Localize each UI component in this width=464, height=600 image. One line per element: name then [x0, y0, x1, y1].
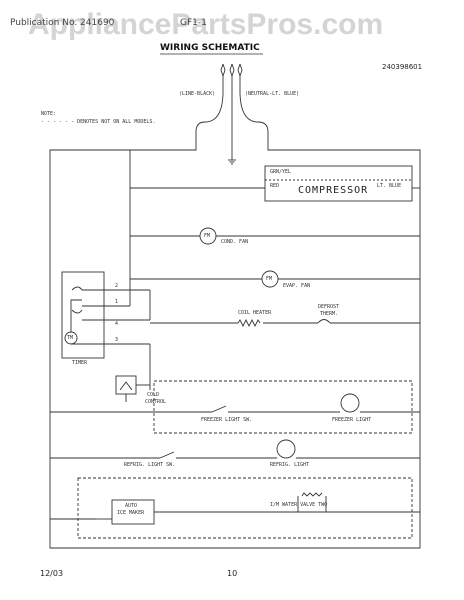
terminal-1-label: 1	[115, 299, 119, 305]
red-label: RED	[270, 183, 280, 189]
timer-label: TIMER	[72, 360, 88, 366]
refrig-light-bulb	[276, 439, 296, 459]
part-number: 240398601	[382, 63, 423, 71]
timer-switch	[71, 286, 83, 314]
power-plug	[220, 63, 243, 160]
cond-fan-motor-label: FM	[204, 233, 211, 239]
freezer-light-switch-label: FREEZER LIGHT SW.	[201, 417, 253, 423]
freezer-light-bulb	[340, 393, 360, 413]
watermark: AppliancePartsPros.com	[28, 8, 384, 41]
footer-page-number: 10	[227, 569, 238, 578]
footer-date: 12/03	[40, 569, 64, 578]
line-label: (LINE-BLACK)	[179, 91, 216, 97]
freezer-light-label: FREEZER LIGHT	[332, 417, 372, 423]
main-circuit-loop	[49, 93, 421, 549]
model-number: GF1-1	[180, 18, 207, 28]
neutral-label: (NEUTRAL-LT. BLUE)	[245, 91, 300, 97]
cond-fan-label: COND. FAN	[221, 239, 249, 245]
lt-blue-label: LT. BLUE	[377, 183, 402, 189]
coil-heater	[237, 318, 261, 328]
terminal-3-label: 3	[115, 337, 119, 343]
control-label: CONTROL	[145, 399, 167, 405]
ice-maker-label: ICE MAKER	[117, 510, 145, 516]
auto-label: AUTO	[125, 503, 138, 509]
terminal-2-label: 2	[115, 283, 119, 289]
freezer-light-section	[153, 380, 413, 434]
note-text: - - - - - - DENOTES NOT ON ALL MODELS.	[41, 119, 156, 125]
water-valve-label: I/M WATER VALVE TWO	[270, 502, 328, 508]
timer-box	[61, 271, 105, 359]
coil-heater-label: COIL HEATER	[238, 310, 272, 316]
timer-motor-label: TM	[67, 335, 74, 341]
page-title: WIRING SCHEMATIC	[160, 43, 260, 53]
therm-label: THERM.	[320, 311, 339, 317]
cold-label: COLD	[147, 392, 160, 398]
ground-symbol	[228, 159, 236, 165]
grn-yel-label: GRN/YEL	[270, 169, 292, 175]
compressor-box	[264, 165, 413, 202]
note-heading: NOTE:	[41, 111, 57, 117]
evap-fan-motor-label: FM	[266, 276, 273, 282]
cold-control-box	[115, 375, 137, 395]
defrost-thermostat	[317, 319, 331, 324]
refrig-light-label: REFRIG. LIGHT	[270, 462, 310, 468]
compressor-label: COMPRESSOR	[298, 185, 369, 196]
cold-control-switch	[119, 381, 133, 391]
publication-line: Publication No. 241690	[10, 18, 115, 28]
refrig-light-switch-label: REFRIG. LIGHT SW.	[124, 462, 176, 468]
refrig-light-switch	[159, 451, 175, 459]
freezer-light-switch	[211, 405, 227, 413]
evap-fan-label: EVAP. FAN	[283, 283, 311, 289]
water-valve-coil	[297, 492, 327, 512]
ice-maker-section	[77, 477, 413, 539]
terminal-4-label: 4	[115, 321, 119, 327]
defrost-label: DEFROST	[318, 304, 340, 310]
